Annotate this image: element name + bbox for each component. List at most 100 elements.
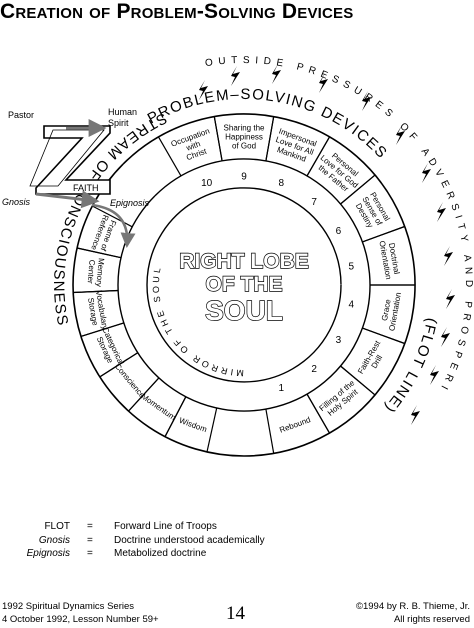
stream-cell-label: CategoricalStorage xyxy=(92,326,126,370)
device-label-line: of God xyxy=(232,142,256,151)
stream-cell-label-line: Memory xyxy=(94,258,105,288)
legend-definition: Forward Line of Troops xyxy=(114,521,217,532)
stream-cells: WisdomMomentumConscienceCategoricalStora… xyxy=(73,205,218,453)
lightning-bolt-icon xyxy=(444,246,453,266)
page-title: Creation of Problem-Solving Devices xyxy=(0,0,353,24)
stream-divider xyxy=(92,205,133,228)
stream-divider xyxy=(128,377,160,412)
lightning-bolt-icon xyxy=(441,327,450,347)
device-divider xyxy=(213,116,223,162)
device-divider xyxy=(340,174,376,205)
center-line: SOUL xyxy=(205,295,283,326)
lightning-bolt-icon xyxy=(362,91,371,111)
human-spirit-label: Human xyxy=(108,107,137,117)
lightning-bolt-icon xyxy=(319,73,328,93)
device-divider xyxy=(157,136,182,177)
lightning-bolt-icon xyxy=(396,125,405,145)
page-title-text: Creation of Problem-Solving Devices xyxy=(0,0,354,23)
flot-line-label: (FLOT LINE) xyxy=(380,316,440,416)
stream-cell-label: Momentum xyxy=(140,392,178,423)
stream-divider xyxy=(164,396,187,437)
arc-labels: OUTSIDE PRESSURES OF ADVERSITY AND PROSP… xyxy=(0,0,469,417)
z-shape xyxy=(35,125,111,195)
device-number: 3 xyxy=(336,335,342,346)
footer-series: 1992 Spiritual Dynamics Series xyxy=(2,601,135,612)
device-label: OccupationwithChrist xyxy=(170,126,217,165)
gnosis-label: Gnosis xyxy=(2,197,31,207)
lightning-bolt-icon xyxy=(272,64,281,84)
stream-cell-label: Frame ofReference xyxy=(89,214,119,255)
legend-definition: Metabolized doctrine xyxy=(114,548,207,559)
device-divider xyxy=(306,393,331,434)
device-label-line: Happiness xyxy=(225,133,263,142)
stream-divider xyxy=(206,407,218,453)
device-label: ImpersonalLove for AllMankind xyxy=(271,127,318,166)
device-divider xyxy=(306,136,331,177)
device-number: 6 xyxy=(336,226,342,237)
z-inner xyxy=(29,129,105,187)
device-divider xyxy=(362,225,405,243)
lightning-bolt-icon xyxy=(411,405,420,425)
stream-cell-label: Wisdom xyxy=(178,416,209,434)
epignosis-label: Epignosis xyxy=(110,198,150,208)
legend-term: Epignosis xyxy=(26,548,70,559)
stream-divider xyxy=(99,352,139,378)
faith-label: FAITH xyxy=(73,183,99,193)
middle-ring xyxy=(117,158,371,412)
device-number: 7 xyxy=(311,197,317,208)
lightning-bolt-icon xyxy=(430,365,439,385)
stream-cell-label-line: Momentum xyxy=(140,392,178,423)
footer-date-lesson: 4 October 1992, Lesson Number 59+ xyxy=(2,614,159,625)
human-spirit-label: Spirit xyxy=(108,118,129,128)
device-number: 2 xyxy=(311,364,317,375)
device-number: 8 xyxy=(279,178,285,189)
device-label: Rebound xyxy=(278,415,312,435)
legend-equals: = xyxy=(87,548,93,559)
device-label-line: Sharing the xyxy=(224,124,265,133)
stream-ring-inner xyxy=(117,195,156,286)
stream-cell-label-line: Conscience xyxy=(113,362,147,400)
device-label: DoctrinalOrientation xyxy=(377,238,402,280)
legend-term: Gnosis xyxy=(38,535,70,546)
stream-divider xyxy=(73,289,119,294)
lightning-bolt-icon xyxy=(437,202,446,222)
device-label-line: Rebound xyxy=(278,415,312,435)
footer-copyright: ©1994 by R. B. Thieme, Jr. xyxy=(355,601,470,612)
device-divider xyxy=(265,116,275,162)
inner-ring xyxy=(146,187,342,383)
epignosis-arrow xyxy=(91,203,136,248)
page-number: 14 xyxy=(226,603,245,624)
stream-cell-label-line: Wisdom xyxy=(178,416,209,434)
device-number: 1 xyxy=(279,383,285,394)
footer-rights: All rights reserved xyxy=(393,614,470,625)
lightning-bolt-icon xyxy=(422,163,431,183)
device-label: Faith-RestDrill xyxy=(356,338,390,380)
lightning-bolt-icon xyxy=(231,66,240,86)
stream-cell-label: VocabularyStorage xyxy=(85,290,110,332)
device-number: 5 xyxy=(349,262,355,273)
gnosis-arrow xyxy=(35,190,100,209)
legend-equals: = xyxy=(87,535,93,546)
lightning-bolts xyxy=(199,64,455,425)
lightning-bolt-icon xyxy=(446,289,455,309)
device-label-line: Grace xyxy=(380,298,393,322)
legend-row-gnosis: Gnosis = Doctrine understood academicall… xyxy=(10,535,310,547)
flot-line-label-textpath: (FLOT LINE) xyxy=(380,316,438,416)
lightning-bolt-icon xyxy=(199,80,208,100)
stream-cell-label: Conscience xyxy=(113,362,147,400)
device-divider xyxy=(265,408,275,454)
device-divider xyxy=(362,327,405,345)
stream-divider xyxy=(76,247,122,259)
legend-definition: Doctrine understood academically xyxy=(114,535,265,546)
device-number: 4 xyxy=(349,299,355,310)
device-label: GraceOrientation xyxy=(378,290,403,332)
device-divider xyxy=(340,365,376,396)
stream-ring-outer xyxy=(72,163,245,457)
pastor-label: Pastor xyxy=(8,110,34,120)
legend-term: FLOT xyxy=(44,521,70,532)
stream-cell-label-line: Center xyxy=(86,259,97,284)
